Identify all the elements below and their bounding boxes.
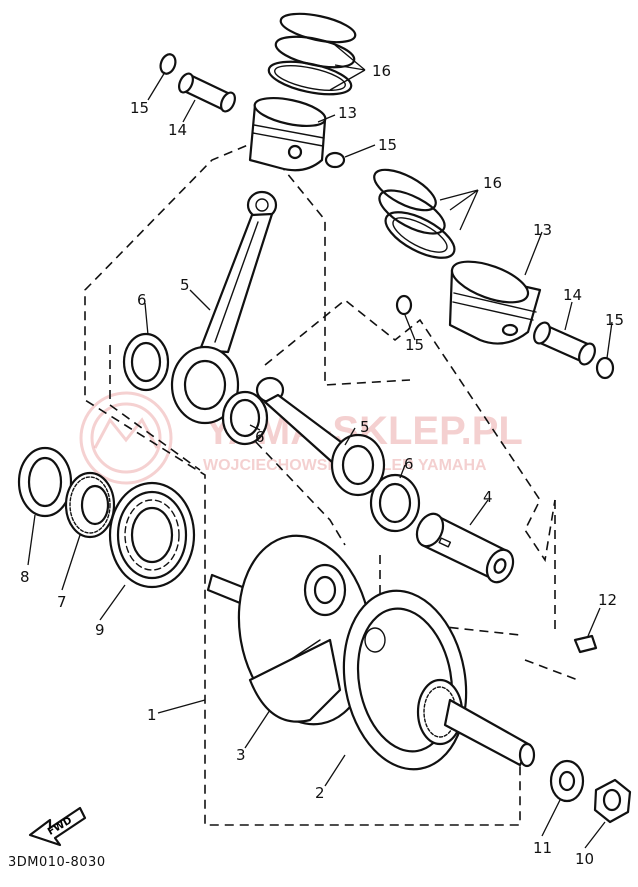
label-12: 12 (598, 591, 617, 609)
watermark: YAMA-SKLEP.PL WOJCIECHOWSKI DEALER YAMAH… (79, 391, 523, 485)
label-10: 10 (575, 850, 594, 868)
label-15-c: 15 (405, 336, 424, 354)
label-13-upper: 13 (338, 104, 357, 122)
connecting-rod-upper (170, 190, 278, 425)
label-15-b: 15 (378, 136, 397, 154)
piston-pin-lower (533, 321, 596, 366)
label-1: 1 (147, 706, 157, 724)
piston-rings-lower (373, 168, 456, 259)
piston-lower (448, 260, 542, 345)
part-labels: 16 15 14 13 15 16 13 15 14 15 5 6 5 6 6 … (20, 62, 624, 868)
label-6-b: 6 (255, 428, 265, 446)
diagram-code: 3DM010-8030 (8, 855, 106, 870)
label-5-lower: 5 (360, 418, 370, 436)
label-15-a: 15 (130, 99, 149, 117)
label-14-lower: 14 (563, 286, 582, 304)
label-7: 7 (57, 593, 67, 611)
label-5-upper: 5 (180, 276, 190, 294)
oil-seal (17, 446, 73, 518)
label-16-upper: 16 (372, 62, 391, 80)
piston-upper (248, 96, 327, 172)
piston-pin-upper (178, 72, 236, 113)
fwd-arrow: FWD (28, 806, 87, 847)
connecting-rod-lower (255, 376, 386, 497)
crank-bearing (108, 481, 196, 589)
big-end-bearings (122, 332, 421, 533)
label-9: 9 (95, 621, 105, 639)
label-11: 11 (533, 839, 552, 857)
label-4: 4 (483, 488, 493, 506)
nut (593, 778, 632, 824)
piston-rings-upper (267, 12, 357, 96)
assembly-boundaries (84, 139, 579, 826)
crank-pin (415, 512, 515, 584)
label-8: 8 (20, 568, 30, 586)
crankshaft-left-half (206, 534, 373, 726)
label-3: 3 (236, 746, 246, 764)
label-14-upper: 14 (168, 121, 187, 139)
washer (549, 759, 585, 803)
label-16-lower: 16 (483, 174, 502, 192)
circlips-lower (395, 294, 615, 380)
label-6-a: 6 (137, 291, 147, 309)
woodruff-key (573, 634, 598, 654)
primary-drive-gear (64, 471, 116, 539)
label-13-lower: 13 (533, 221, 552, 239)
label-2: 2 (315, 784, 325, 802)
crankshaft-right-half (342, 589, 536, 771)
leader-lines (27, 44, 613, 849)
label-15-d: 15 (605, 311, 624, 329)
label-6-c: 6 (404, 455, 414, 473)
